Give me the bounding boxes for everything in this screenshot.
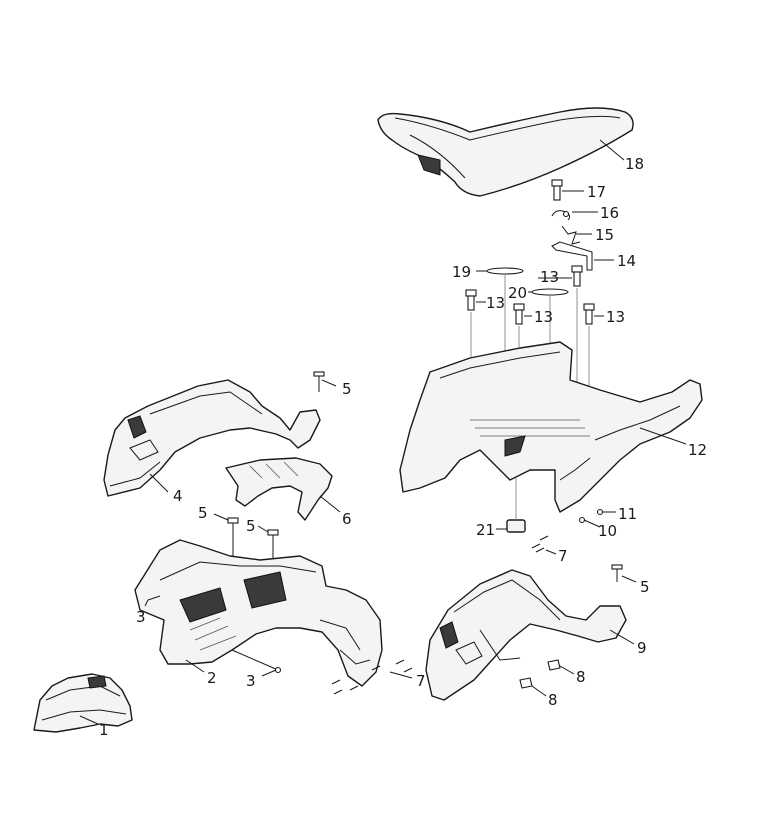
callout-7-right: 7 (558, 547, 568, 565)
callout-19: 19 (452, 263, 471, 281)
fastener-3-left (144, 595, 161, 607)
nut-8-upper (547, 659, 575, 675)
callout-20: 20 (508, 284, 527, 302)
latch-15 (561, 225, 592, 245)
clip-16 (551, 210, 598, 221)
pin-5-mid-a (213, 513, 239, 560)
callout-3-left: 3 (136, 608, 146, 626)
callout-21: 21 (476, 521, 495, 539)
screw-10 (578, 516, 601, 528)
part-front-nose (33, 673, 133, 733)
bracket-14 (551, 241, 614, 271)
callout-6: 6 (342, 510, 352, 528)
callout-15: 15 (595, 226, 614, 244)
callout-2: 2 (207, 669, 217, 687)
bolt-17 (551, 179, 584, 201)
callout-14: 14 (617, 252, 636, 270)
callout-3-bottom: 3 (246, 672, 256, 690)
callout-18: 18 (625, 155, 644, 173)
callout-10: 10 (598, 522, 617, 540)
nut-8-lower (519, 677, 547, 697)
callout-17: 17 (587, 183, 606, 201)
part-front-fender (134, 539, 383, 687)
callout-13-mid: 13 (534, 308, 553, 326)
fasteners-7-right (531, 535, 557, 555)
part-seat (377, 107, 634, 197)
fastener-3-bottom (231, 649, 282, 677)
callout-13-left: 13 (486, 294, 505, 312)
callout-13-top: 13 (540, 268, 559, 286)
fasteners-7-left (331, 659, 413, 695)
pin-5-left-top (313, 371, 337, 392)
leader-18 (599, 139, 625, 161)
callout-5-mid-a: 5 (198, 504, 208, 522)
callout-13-right: 13 (606, 308, 625, 326)
pin-5-right (611, 564, 637, 583)
part-rear-fender (399, 341, 703, 513)
part-right-footwell (425, 569, 635, 701)
callout-8-lower: 8 (548, 691, 558, 709)
callout-8-upper: 8 (576, 668, 586, 686)
part-panel-6 (225, 457, 341, 521)
callout-12: 12 (688, 441, 707, 459)
part-left-footwell (103, 379, 321, 497)
callout-5-top: 5 (342, 380, 352, 398)
callout-5-mid-b: 5 (246, 517, 256, 535)
screw-11 (596, 508, 616, 516)
callout-4: 4 (173, 487, 183, 505)
callout-16: 16 (600, 204, 619, 222)
callout-11: 11 (618, 505, 637, 523)
clip-21 (496, 478, 526, 533)
callout-7-left: 7 (416, 672, 426, 690)
callout-5-right: 5 (640, 578, 650, 596)
callout-9: 9 (637, 639, 647, 657)
callout-1: 1 (99, 721, 109, 739)
